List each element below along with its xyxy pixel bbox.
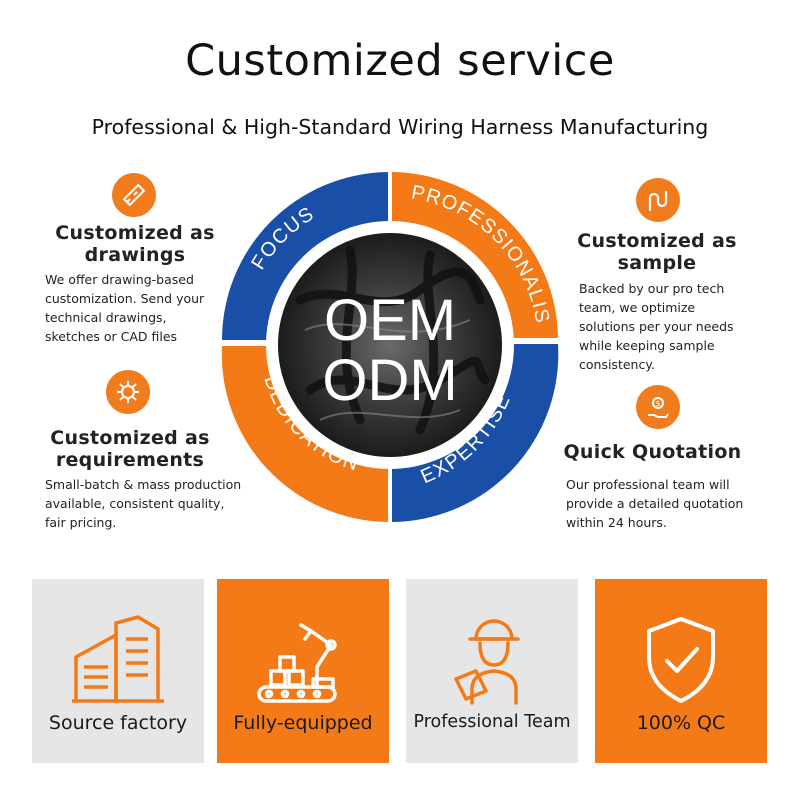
- svg-text:$: $: [655, 399, 660, 408]
- feature-sample-text: Backed by our pro tech team, we optimize…: [579, 281, 734, 372]
- feature-drawings-text: We offer drawing-based customization. Se…: [45, 272, 205, 344]
- engineer-icon: [454, 619, 520, 705]
- shield-check-icon: [647, 617, 715, 703]
- tile-qc: 100% QC: [595, 579, 767, 763]
- feature-quotation-title: Quick Quotation: [563, 441, 742, 463]
- feature-requirements-text: Small-batch & mass production available,…: [45, 477, 242, 530]
- tile-label: Fully-equipped: [233, 712, 373, 734]
- factory-icon: [72, 615, 164, 703]
- odm-label: ODM: [322, 348, 457, 413]
- gear-wrench-icon: [106, 370, 150, 414]
- tile-label: Source factory: [48, 712, 188, 734]
- pencil-ruler-icon: [112, 173, 156, 217]
- cable-icon: [636, 178, 680, 222]
- tile-label: Professional Team: [413, 712, 571, 732]
- harness-photo: [278, 233, 502, 457]
- page-subtitle: Professional & High-Standard Wiring Harn…: [91, 115, 709, 139]
- tile-professional-team: Professional Team: [406, 579, 578, 763]
- page-title: Customized service: [185, 36, 615, 86]
- tile-label: 100% QC: [636, 712, 726, 734]
- oem-odm-ring: OEM ODM FOCUS PROFESSIONALIS EXPERTISE D…: [221, 172, 559, 522]
- tile-source-factory: Source factory: [32, 579, 204, 763]
- feature-quotation-text: Our professional team will provide a det…: [566, 477, 744, 530]
- oem-label: OEM: [324, 288, 456, 353]
- cable-strands: [295, 245, 490, 435]
- money-hand-icon: $: [636, 385, 680, 429]
- tile-fully-equipped: Fully-equipped: [217, 579, 389, 763]
- robot-arm-icon: [257, 623, 337, 703]
